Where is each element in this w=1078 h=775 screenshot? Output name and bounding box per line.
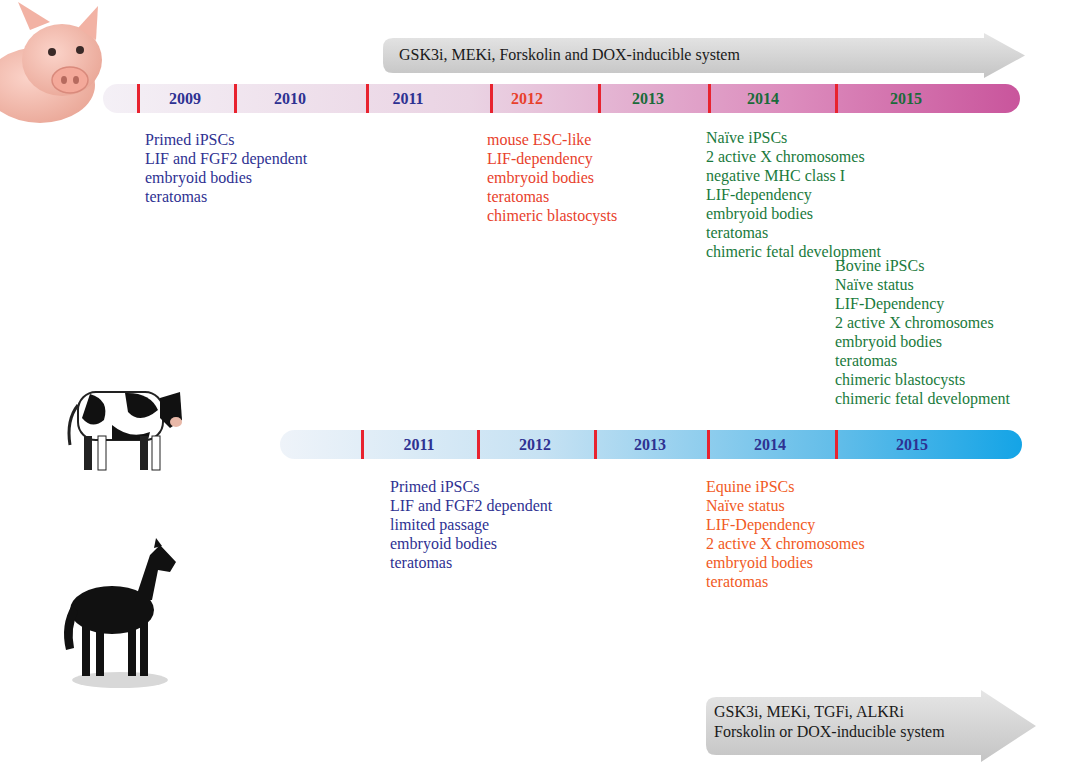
property-text: 2 active X chromosomes [835,313,994,332]
property-text: embryoid bodies [145,168,252,187]
year-tick [477,430,480,459]
property-text: teratomas [706,572,768,591]
arrow-text: GSK3i, MEKi, TGFi, ALKRi [714,702,904,721]
property-text: negative MHC class I [706,166,845,185]
property-text: LIF-Dependency [706,515,815,534]
year-label: 2015 [890,84,922,113]
horse-picture [64,538,176,688]
property-text: Naïve iPSCs [706,128,787,147]
year-label: 2014 [754,430,786,459]
timeline-bar: 2009 2010 2011 2012 2013 2014 2015 [103,84,1020,113]
property-text: Bovine iPSCs [835,256,924,275]
property-text: teratomas [706,223,768,242]
property-text: Primed iPSCs [390,477,479,496]
property-text: chimeric blastocysts [487,206,617,225]
property-text: teratomas [835,351,897,370]
property-text: teratomas [145,187,207,206]
pig-picture [0,2,102,123]
property-text: Naïve status [835,275,914,294]
inhibitor-arrow: GSK3i, MEKi, TGFi, ALKRiForskolin or DOX… [706,690,1036,762]
year-tick [137,84,140,113]
property-text: LIF and FGF2 dependent [145,149,307,168]
year-label: 2014 [747,84,779,113]
property-text: embryoid bodies [487,168,594,187]
year-label: 2012 [519,430,551,459]
property-text: LIF-dependency [706,185,812,204]
year-label: 2011 [403,430,434,459]
property-text: limited passage [390,515,489,534]
property-text: Naïve status [706,496,785,515]
year-tick [598,84,601,113]
year-label: 2015 [896,430,928,459]
arrow-text: GSK3i, MEKi, Forskolin and DOX-inducible… [399,45,740,64]
property-text: embryoid bodies [706,204,813,223]
property-text: LIF-Dependency [835,294,944,313]
year-label: 2011 [392,84,423,113]
property-text: teratomas [487,187,549,206]
year-tick [835,84,838,113]
property-text: embryoid bodies [390,534,497,553]
property-text: 2 active X chromosomes [706,534,865,553]
property-text: LIF and FGF2 dependent [390,496,552,515]
year-label: 2010 [274,84,306,113]
inhibitor-arrow: GSK3i, MEKi, Forskolin and DOX-inducible… [383,33,1025,78]
year-tick [234,84,237,113]
property-text: Primed iPSCs [145,130,234,149]
timeline-bar: 2011 2012 2013 2014 2015 [280,430,1022,459]
property-text: Equine iPSCs [706,477,794,496]
year-tick [835,430,838,459]
year-tick [594,430,597,459]
year-label: 2013 [634,430,666,459]
year-label: 2009 [169,84,201,113]
year-tick [366,84,369,113]
arrow-text: Forskolin or DOX-inducible system [714,722,945,741]
property-text: embryoid bodies [835,332,942,351]
year-label: 2013 [632,84,664,113]
year-tick [490,84,493,113]
cow-picture [69,392,182,470]
property-text: LIF-dependency [487,149,593,168]
property-text: embryoid bodies [706,553,813,572]
property-text: 2 active X chromosomes [706,147,865,166]
year-tick [707,430,710,459]
property-text: chimeric blastocysts [835,370,965,389]
property-text: teratomas [390,553,452,572]
year-tick [361,430,364,459]
year-label: 2012 [511,84,543,113]
year-tick [708,84,711,113]
property-text: chimeric fetal development [835,389,1010,408]
property-text: mouse ESC-like [487,130,591,149]
